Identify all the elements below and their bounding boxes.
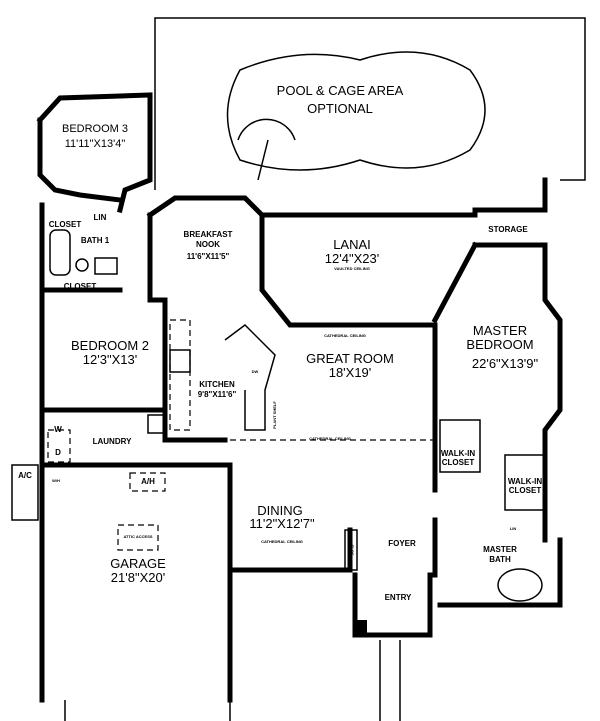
washer-label: W (54, 425, 62, 434)
master-bath-label: MASTER (483, 545, 517, 554)
master-bedroom-label-2: BEDROOM (466, 337, 533, 352)
bedroom3-size: 11'11"X13'4" (65, 138, 126, 150)
dryer-label: D (55, 448, 61, 457)
closet-label: CLOSET (64, 282, 97, 291)
bathtub-master (497, 568, 543, 602)
walkin-closet-label-2: CLOSET (509, 486, 542, 495)
linen-label: LIN (510, 526, 517, 531)
plant-shelf-label: PLANT SHELF (272, 401, 277, 429)
fixtures (11, 214, 546, 721)
garage-size: 21'8"X20' (111, 570, 165, 585)
lanai-label: LANAI (333, 237, 371, 252)
walkin-closet-label: WALK-IN (441, 449, 475, 458)
master-bedroom-size: 22'6"X13'9" (472, 356, 539, 371)
laundry-sink (147, 414, 167, 434)
range (169, 349, 191, 373)
room-labels: BEDROOM 3 11'11"X13'4" CLOSET LIN BATH 1… (18, 123, 542, 602)
dining-size: 11'2"X12'7" (249, 516, 315, 531)
bedroom3-label: BEDROOM 3 (62, 123, 128, 135)
foyer-label: FOYER (388, 539, 416, 548)
ac-label: A/C (18, 471, 32, 480)
walls (36, 92, 563, 703)
sink (94, 257, 118, 275)
bedroom2-size: 12'3"X13' (83, 352, 137, 367)
dining-label: DINING (257, 503, 303, 518)
dishwasher-label: DW (252, 369, 259, 374)
lanai-size: 12'4"X23' (325, 251, 379, 266)
walkin-closet-label-2: CLOSET (442, 458, 475, 467)
walkin-closet-label: WALK-IN (508, 477, 542, 486)
bedroom2-label: BEDROOM 2 (71, 338, 149, 353)
entry-label: ENTRY (385, 593, 412, 602)
breakfast-label: BREAKFAST (184, 230, 233, 239)
pool-label: POOL & CAGE AREA (277, 83, 404, 98)
pool-cage-area: POOL & CAGE AREA OPTIONAL (154, 17, 586, 190)
breakfast-label-2: NOOK (196, 240, 220, 249)
attic-access-label: ATTIC ACCESS (123, 534, 152, 539)
air-handler-label: A/H (141, 477, 155, 486)
garage-label: GARAGE (110, 556, 166, 571)
ceiling-note: CATHEDRAL CEILING (309, 436, 351, 441)
dining-note: CATHEDRAL CEILING (261, 539, 303, 544)
water-heater-label: W/H (52, 478, 60, 483)
master-bedroom-label: MASTER (473, 323, 527, 338)
lanai-note: VAULTED CEILING (334, 266, 370, 271)
coat-closet-label: CLOS (350, 544, 355, 555)
breakfast-size: 11'6"X11'5" (187, 252, 230, 261)
bathtub (49, 229, 71, 276)
pool-shape (226, 51, 486, 171)
laundry-label: LAUNDRY (93, 437, 132, 446)
great-room-label: GREAT ROOM (306, 351, 394, 366)
kitchen-label: KITCHEN (199, 380, 235, 389)
closet-label: CLOSET (49, 220, 82, 229)
linen-label: LIN (94, 213, 107, 222)
storage-label: STORAGE (488, 225, 528, 234)
toilet (75, 258, 89, 272)
pool-note: OPTIONAL (307, 101, 373, 116)
master-bath-label-2: BATH (489, 555, 511, 564)
bath1-label: BATH 1 (81, 236, 110, 245)
kitchen-size: 9'8"X11'6" (198, 390, 237, 399)
great-room-note: CATHEDRAL CEILING (324, 333, 366, 338)
great-room-size: 18'X19' (329, 365, 372, 380)
